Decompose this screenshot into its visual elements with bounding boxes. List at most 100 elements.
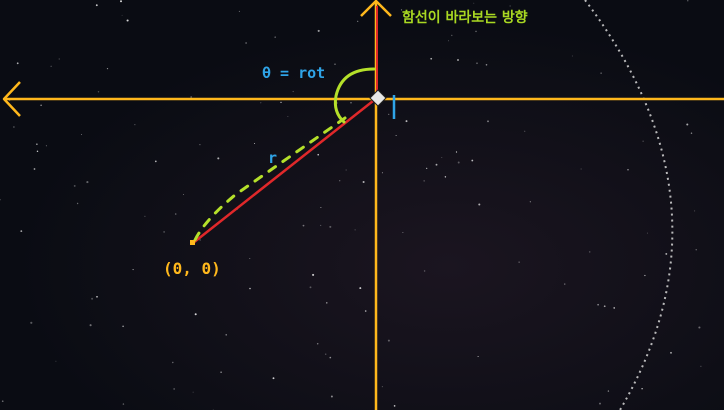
star bbox=[13, 126, 15, 128]
star bbox=[1, 400, 4, 403]
star bbox=[381, 172, 383, 174]
star bbox=[334, 63, 336, 65]
star bbox=[183, 193, 185, 195]
star bbox=[607, 390, 610, 392]
star bbox=[475, 30, 477, 33]
star bbox=[381, 386, 383, 388]
star bbox=[36, 143, 38, 145]
star bbox=[471, 159, 474, 162]
star bbox=[393, 405, 396, 407]
star bbox=[97, 91, 100, 93]
star bbox=[0, 198, 1, 201]
star bbox=[487, 120, 489, 123]
star bbox=[154, 160, 157, 163]
star bbox=[444, 176, 447, 178]
star bbox=[280, 101, 282, 104]
star bbox=[55, 360, 57, 362]
star bbox=[690, 132, 693, 134]
star bbox=[448, 40, 450, 42]
star bbox=[687, 0, 689, 2]
star bbox=[564, 283, 566, 285]
star bbox=[387, 339, 390, 342]
star bbox=[245, 42, 247, 44]
star bbox=[326, 302, 328, 304]
arrow-up-icon bbox=[360, 0, 392, 17]
star bbox=[329, 225, 332, 228]
star bbox=[405, 120, 408, 123]
star bbox=[362, 180, 365, 184]
star bbox=[16, 62, 19, 65]
world-boundary-arc bbox=[584, 0, 674, 410]
star bbox=[190, 96, 193, 98]
star bbox=[86, 181, 89, 184]
star bbox=[339, 180, 341, 182]
star bbox=[317, 29, 320, 32]
star bbox=[106, 68, 109, 70]
star bbox=[73, 184, 76, 187]
star bbox=[132, 269, 134, 271]
star bbox=[329, 356, 332, 359]
star bbox=[292, 90, 294, 93]
star bbox=[426, 167, 428, 169]
arrow-left-icon bbox=[2, 81, 21, 117]
star bbox=[173, 388, 175, 390]
star bbox=[665, 252, 668, 255]
star bbox=[518, 261, 520, 263]
star bbox=[163, 231, 165, 233]
star bbox=[529, 201, 531, 203]
star bbox=[316, 343, 319, 345]
star bbox=[435, 163, 438, 166]
star bbox=[402, 232, 404, 233]
star bbox=[524, 130, 526, 132]
star bbox=[686, 123, 689, 126]
star bbox=[194, 313, 197, 316]
star bbox=[40, 104, 42, 107]
star bbox=[121, 14, 123, 16]
star bbox=[613, 307, 615, 309]
star bbox=[272, 377, 275, 380]
star bbox=[423, 180, 425, 182]
star bbox=[350, 102, 352, 104]
star bbox=[58, 58, 60, 60]
star bbox=[302, 224, 305, 227]
star bbox=[254, 143, 256, 144]
star bbox=[81, 134, 83, 135]
star bbox=[423, 270, 426, 272]
star bbox=[274, 36, 276, 38]
star bbox=[627, 169, 629, 171]
star bbox=[509, 5, 511, 7]
star bbox=[670, 351, 672, 354]
origin-point bbox=[190, 240, 195, 245]
star bbox=[89, 324, 92, 327]
star bbox=[91, 297, 94, 300]
star bbox=[96, 295, 98, 298]
theta-angle-arc bbox=[333, 67, 376, 124]
star bbox=[388, 113, 390, 116]
star bbox=[249, 258, 251, 259]
star bbox=[20, 230, 23, 232]
star bbox=[45, 145, 47, 147]
star bbox=[199, 143, 201, 146]
star bbox=[33, 168, 36, 170]
star bbox=[451, 34, 453, 37]
star bbox=[642, 140, 644, 142]
star bbox=[580, 168, 582, 170]
star bbox=[192, 391, 194, 393]
star bbox=[603, 305, 606, 308]
star bbox=[646, 232, 648, 234]
star bbox=[359, 287, 362, 290]
star bbox=[694, 210, 696, 212]
star bbox=[571, 55, 573, 57]
star bbox=[122, 403, 125, 405]
star bbox=[357, 20, 359, 22]
radius-dashed-arc bbox=[193, 116, 347, 242]
star bbox=[9, 100, 11, 102]
star bbox=[641, 388, 643, 390]
star bbox=[30, 321, 33, 324]
star bbox=[144, 215, 146, 218]
star bbox=[260, 102, 262, 104]
star bbox=[320, 224, 322, 226]
star bbox=[430, 57, 433, 60]
